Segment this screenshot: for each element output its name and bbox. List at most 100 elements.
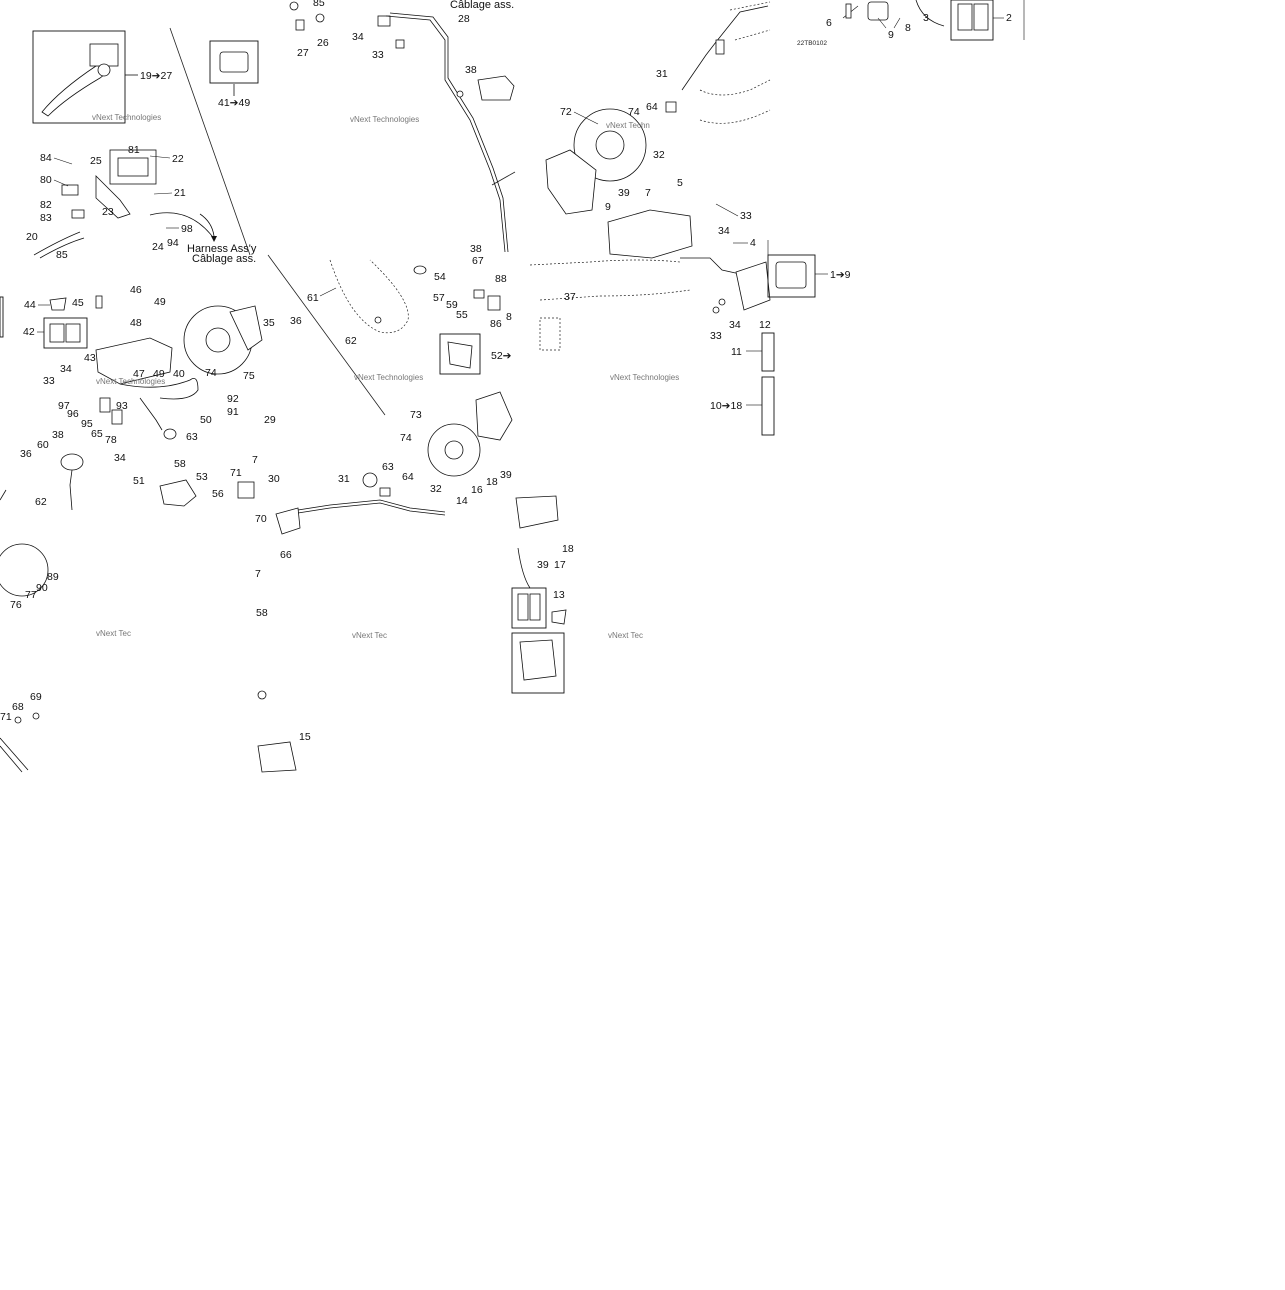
o-ring-shape	[413, 265, 427, 275]
callout-23: 23	[102, 206, 114, 218]
callout-29: 29	[264, 414, 276, 426]
pad-set-mid-box	[511, 587, 547, 629]
disc-hub	[205, 327, 231, 353]
top-middle-group: 85 26 27 34 33 Câblage ass. 28 38 vNext …	[289, 0, 515, 253]
reservoir-hose	[69, 469, 73, 511]
hose-line	[39, 237, 85, 259]
watermark-text: vNext Technologies	[96, 377, 165, 386]
callout-92: 92	[227, 393, 239, 405]
callout-67: 67	[472, 255, 484, 267]
brake-hose	[681, 5, 769, 91]
callout-17: 17	[554, 559, 566, 571]
callout-58-mid: 58	[174, 458, 186, 470]
fitting-shape	[257, 690, 267, 700]
frame-tube-outline	[699, 109, 771, 124]
callout-32-top: 32	[653, 149, 665, 161]
callout-22: 22	[172, 153, 184, 165]
rear-caliper-shape	[735, 261, 771, 311]
callout-34-left: 34	[60, 363, 72, 375]
rear-caliper-body	[95, 337, 173, 385]
pedal-lever-line	[0, 745, 23, 773]
brake-pad-shape	[49, 323, 65, 343]
callout-47: 47	[133, 368, 145, 380]
callout-7-top: 7	[645, 187, 651, 199]
part-10-18-box	[761, 376, 775, 436]
callout-36-left: 36	[20, 448, 32, 460]
junction-shape	[487, 295, 501, 311]
callout-62-mid: 62	[345, 335, 357, 347]
callout-21: 21	[174, 187, 186, 199]
callout-44: 44	[24, 299, 36, 311]
bottom-left-group: 89 90 77 76 69 68 71 7 58 15 vNext Tec v…	[0, 489, 643, 773]
callout-84: 84	[40, 152, 52, 164]
pads-group-top-right: 6 8 3 9 2 22TB0102	[797, 0, 1025, 47]
knuckle-shape	[545, 149, 597, 215]
leader-line	[153, 192, 173, 195]
bolt-head-shape	[712, 306, 720, 314]
fitting-shape	[379, 487, 391, 497]
callout-24: 24	[152, 241, 164, 253]
callout-6: 6	[826, 17, 832, 29]
callout-64-mid: 64	[402, 471, 414, 483]
callout-78: 78	[105, 434, 117, 446]
callout-34-top: 34	[352, 31, 364, 43]
callout-38-mid: 38	[470, 243, 482, 255]
callout-63-mid: 63	[382, 461, 394, 473]
box-edge	[0, 296, 4, 338]
callout-85-lower: 85	[56, 249, 68, 261]
callout-33-right-low: 33	[710, 330, 722, 342]
washer-shape	[32, 712, 40, 720]
pivot-shape	[97, 63, 111, 77]
reservoir-cap-shape	[60, 453, 84, 471]
callout-88: 88	[495, 273, 507, 285]
caliper-ref-box	[439, 333, 481, 375]
callout-38-left: 38	[52, 429, 64, 441]
washer-shape	[14, 716, 22, 724]
brake-line	[389, 12, 509, 253]
hose-loop-outline	[329, 259, 409, 334]
watermark-text: vNext Techn	[606, 121, 650, 130]
callout-38-top: 38	[465, 64, 477, 76]
callout-85-top: 85	[313, 0, 325, 9]
callout-97: 97	[58, 400, 70, 412]
callout-74-top: 74	[628, 106, 640, 118]
caliper-assembly-box	[511, 632, 565, 694]
frame-tube-outline	[529, 259, 681, 266]
callout-33-left: 33	[43, 375, 55, 387]
hub-bracket-shape	[229, 305, 263, 351]
callout-49-bottom: 49	[153, 368, 165, 380]
callout-74-mid: 74	[205, 367, 217, 379]
watermark-text: vNext Technologies	[350, 115, 419, 124]
master-cylinder-rear-shape	[237, 481, 255, 499]
callout-75: 75	[243, 370, 255, 382]
caliper-kit-shape	[219, 51, 249, 73]
callout-28: 28	[458, 13, 470, 25]
callout-42: 42	[23, 326, 35, 338]
fitting-shape	[111, 409, 123, 425]
callout-34-bottom: 34	[114, 452, 126, 464]
caliper-ref-shape	[447, 341, 473, 369]
brake-pad-shape	[517, 593, 529, 621]
callout-18-top: 18	[486, 476, 498, 488]
callout-69: 69	[30, 691, 42, 703]
callout-58-low: 58	[256, 607, 268, 619]
callout-50: 50	[200, 414, 212, 426]
watermark-text: vNext Tec	[96, 629, 131, 638]
callout-64-top: 64	[646, 101, 658, 113]
caliper-kit-right-group: 1➔9 33 34 12 11 10➔18	[680, 240, 851, 436]
caliper-1-9-shape	[775, 261, 807, 289]
callout-20: 20	[26, 231, 38, 243]
callout-27-top: 27	[297, 47, 309, 59]
reservoir-group: 38 60 36 62	[20, 429, 84, 511]
pad-kit-box	[950, 0, 994, 41]
leader-line	[53, 157, 73, 165]
brake-hose	[517, 547, 531, 589]
brake-pad-shape	[529, 593, 541, 621]
front-caliper-group: 31 72 74 64 32 5 39 7 9 33 34 4 vNext Te…	[545, 1, 771, 259]
callout-51: 51	[133, 475, 145, 487]
middle-hose-group: 61 62 38 67 54 57 59 88 55 86 8 37 52➔ v…	[307, 243, 691, 382]
tile-gap	[0, 258, 258, 260]
brake-pad-shape	[973, 3, 989, 31]
callout-8: 8	[905, 22, 911, 34]
rear-caliper-group: 44 45 46 49 48 42 35 36 43 47 49 40 74 7…	[0, 284, 302, 464]
